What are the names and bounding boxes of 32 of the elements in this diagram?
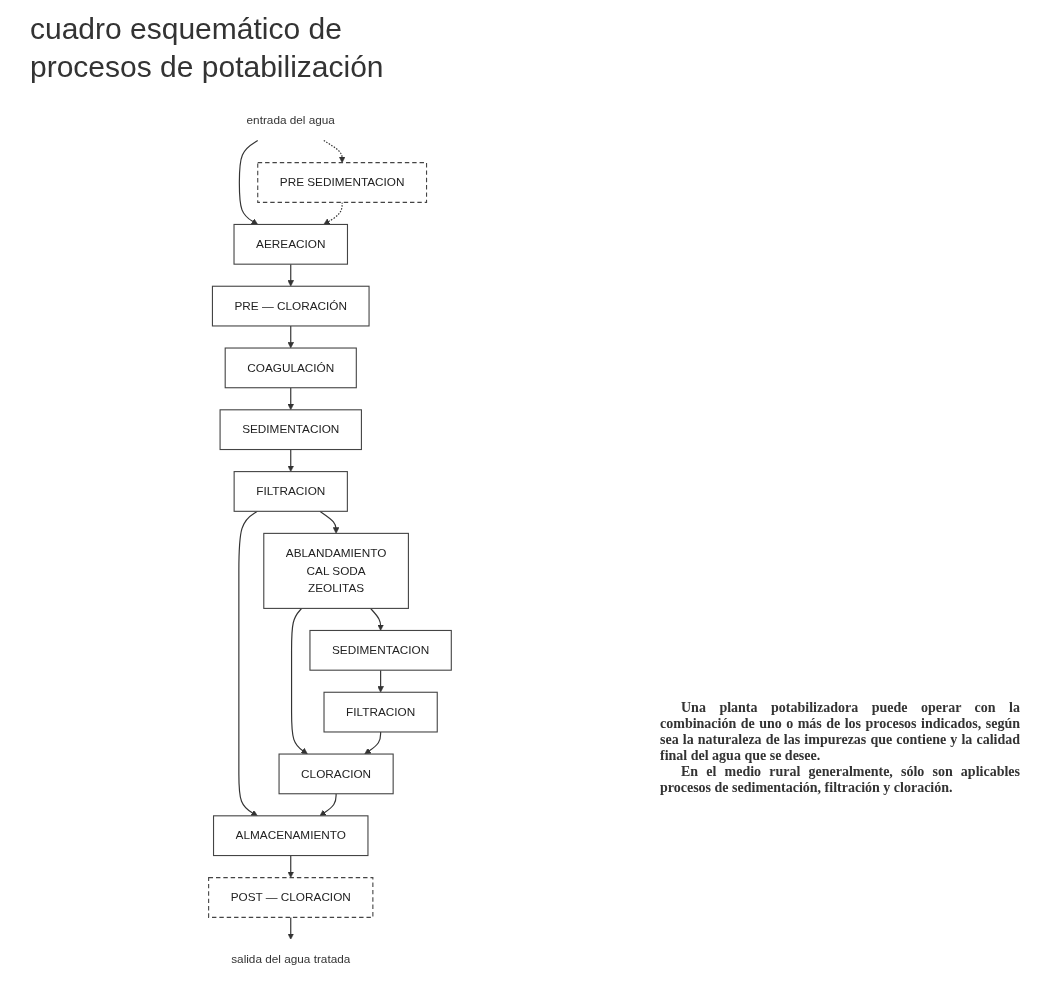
node-text: salida del agua tratada <box>231 952 351 966</box>
note-paragraph: En el medio rural generalmente, sólo son aplicables procesos de sedimentación, filtración y cloración. <box>660 764 1020 796</box>
arrow <box>238 140 259 225</box>
node-box: SEDIMENTACION <box>309 629 452 671</box>
arrow <box>287 263 294 287</box>
arrow <box>287 387 294 411</box>
node-box: CLORACION <box>278 753 394 795</box>
arrow <box>319 510 340 534</box>
node-box: PRE — CLORACIÓN <box>211 285 370 327</box>
node-box: FILTRACION <box>233 471 348 512</box>
node-box: COAGULACIÓN <box>224 347 357 389</box>
note-paragraph: Una planta potabilizadora puede operar con la combinación de uno o más de los procesos indicados, según sea la naturaleza de las impurezas que contiene y la calidad final del agua que se desee. <box>660 700 1020 764</box>
arrow <box>287 448 294 472</box>
node-box: FILTRACION <box>323 691 438 733</box>
arrow <box>287 325 294 349</box>
arrow <box>364 731 382 755</box>
diagram-title: cuadro esquemático de procesos de potabilización <box>30 11 385 85</box>
arrow <box>377 669 384 693</box>
arrow <box>323 140 346 163</box>
arrow <box>287 854 294 878</box>
node-box: ABLANDAMIENTO CAL SODA ZEOLITAS <box>263 532 409 609</box>
arrow <box>238 510 258 817</box>
node-box: ALMACENAMIENTO <box>213 815 369 857</box>
node-box: SEDIMENTACION <box>219 409 362 451</box>
node-box: AEREACION <box>233 223 349 265</box>
arrow <box>369 607 384 631</box>
arrow <box>319 793 337 817</box>
arrow <box>291 607 308 755</box>
node-text: entrada del agua <box>246 114 335 127</box>
node-box: PRE SEDIMENTACION <box>257 162 428 203</box>
node-box: POST — CLORACION <box>208 877 374 918</box>
arrow <box>287 916 294 940</box>
